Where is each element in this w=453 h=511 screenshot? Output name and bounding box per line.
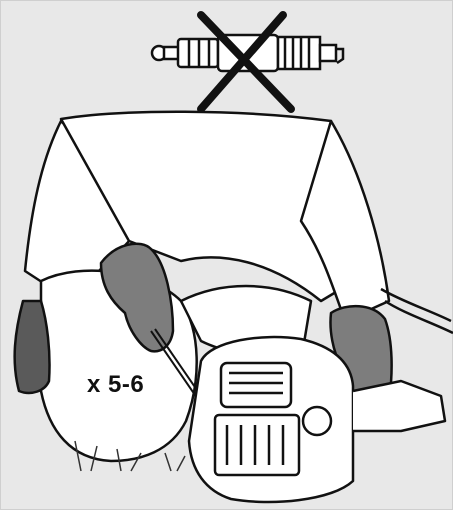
- repeat-count-label: x 5-6: [87, 371, 144, 399]
